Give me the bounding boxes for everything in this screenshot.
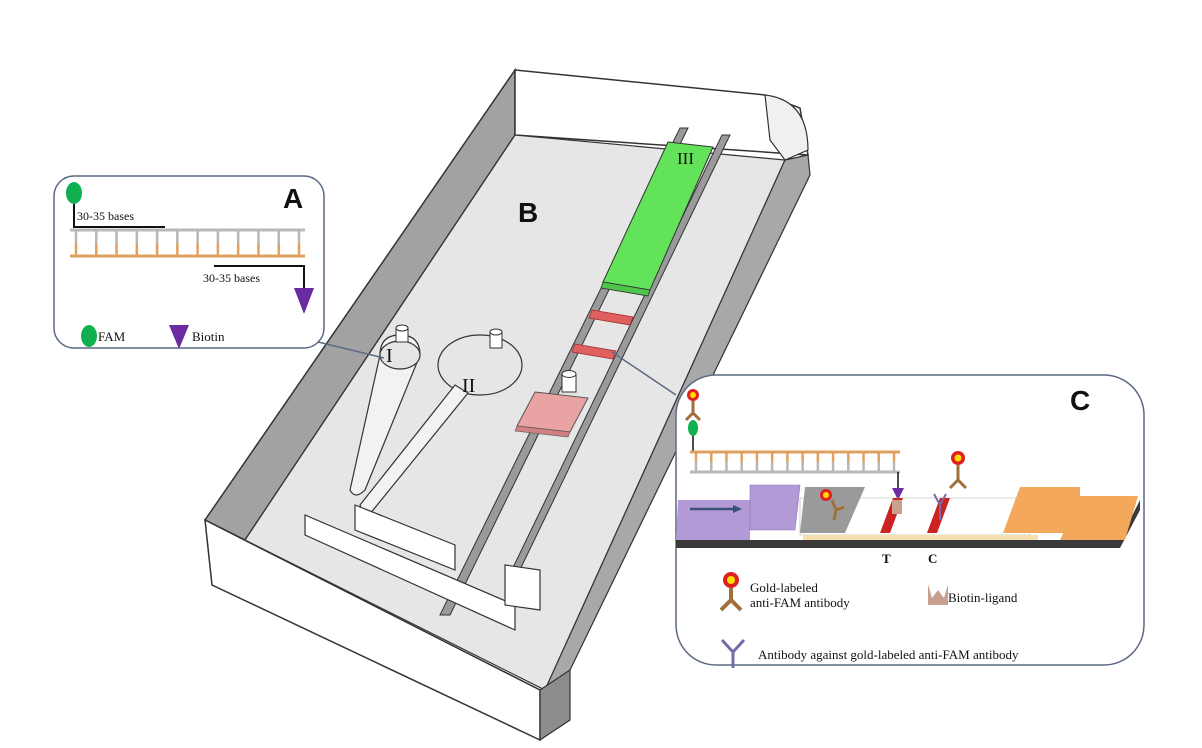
secondary-antibody-on-control bbox=[933, 493, 947, 520]
secondary-antibody-legend-label: Antibody against gold-labeled anti-FAM a… bbox=[758, 647, 1019, 662]
control-line bbox=[927, 498, 950, 533]
outlet-block bbox=[504, 564, 541, 611]
chamber-two bbox=[359, 328, 523, 522]
biotin-ligand-legend-label: Biotin-ligand bbox=[948, 590, 1018, 605]
sample-pad bbox=[676, 500, 750, 540]
panel-a-frame bbox=[53, 175, 325, 349]
absorbent-pad-1 bbox=[1003, 487, 1080, 533]
fam-legend-label: FAM bbox=[98, 329, 126, 344]
loop-base-ledge bbox=[354, 504, 456, 571]
floating-gold-antibody bbox=[948, 465, 968, 490]
test-line-label: T bbox=[882, 551, 891, 566]
biotin-marker bbox=[294, 288, 314, 314]
biotin-linker bbox=[214, 265, 305, 290]
chamber-one bbox=[349, 324, 421, 496]
control-line-label: C bbox=[928, 551, 937, 566]
gold-antibody-legend-line1: Gold-labeled bbox=[750, 580, 818, 595]
panel-c-label: C bbox=[1070, 385, 1090, 416]
channel-red-line-2 bbox=[571, 343, 617, 360]
gold-antibody-complex bbox=[684, 389, 702, 452]
chamber-one-label: I bbox=[386, 345, 393, 367]
panel-b-label: B bbox=[518, 197, 538, 228]
device-front-right bbox=[539, 668, 571, 742]
panel-c: C bbox=[675, 374, 1145, 668]
panel-a-label: A bbox=[283, 183, 303, 214]
backing-card bbox=[676, 500, 1140, 548]
chamber-two-label: II bbox=[462, 375, 475, 397]
biotin-icon bbox=[169, 325, 189, 349]
dna-duplex-c bbox=[690, 450, 900, 474]
flow-arrow-head bbox=[733, 505, 742, 513]
gold-antibody-icon bbox=[719, 572, 743, 612]
gold-antibody-legend-line2: anti-FAM antibody bbox=[750, 595, 850, 610]
connector-a-to-chamber-one bbox=[317, 341, 385, 359]
sample-pad-top bbox=[749, 484, 801, 531]
biotin-legend-label: Biotin bbox=[192, 329, 225, 344]
panel-a: A 30-35 bases 30-35 bases FAM Biotin bbox=[53, 175, 325, 349]
lateral-flow-strip: T C bbox=[676, 451, 1140, 566]
chamber-three-label: III bbox=[677, 149, 694, 168]
fam-linker bbox=[73, 204, 165, 228]
device-corner bbox=[764, 94, 809, 161]
inlet-post-three bbox=[561, 370, 577, 393]
biotin-arrow-head bbox=[892, 488, 904, 500]
bottom-span-label: 30-35 bases bbox=[203, 271, 260, 285]
biotin-ligand-icon bbox=[928, 584, 948, 605]
absorbent-pad-2 bbox=[1060, 496, 1138, 540]
fam-icon bbox=[81, 325, 97, 347]
chamber-three-pad-edge bbox=[600, 281, 651, 297]
reagent-pad-edge bbox=[514, 425, 571, 438]
conjugate-antibody bbox=[830, 499, 845, 521]
connector-strip-to-c bbox=[611, 351, 677, 396]
conjugate-pad bbox=[800, 487, 865, 533]
channel-red-line-1 bbox=[588, 309, 634, 326]
membrane-base bbox=[803, 535, 1038, 540]
top-span-label: 30-35 bases bbox=[77, 209, 134, 223]
dna-duplex bbox=[70, 228, 305, 258]
biotin-ligand-on-test-line bbox=[892, 500, 902, 514]
fam-marker bbox=[66, 182, 82, 204]
secondary-antibody-icon bbox=[720, 638, 746, 668]
